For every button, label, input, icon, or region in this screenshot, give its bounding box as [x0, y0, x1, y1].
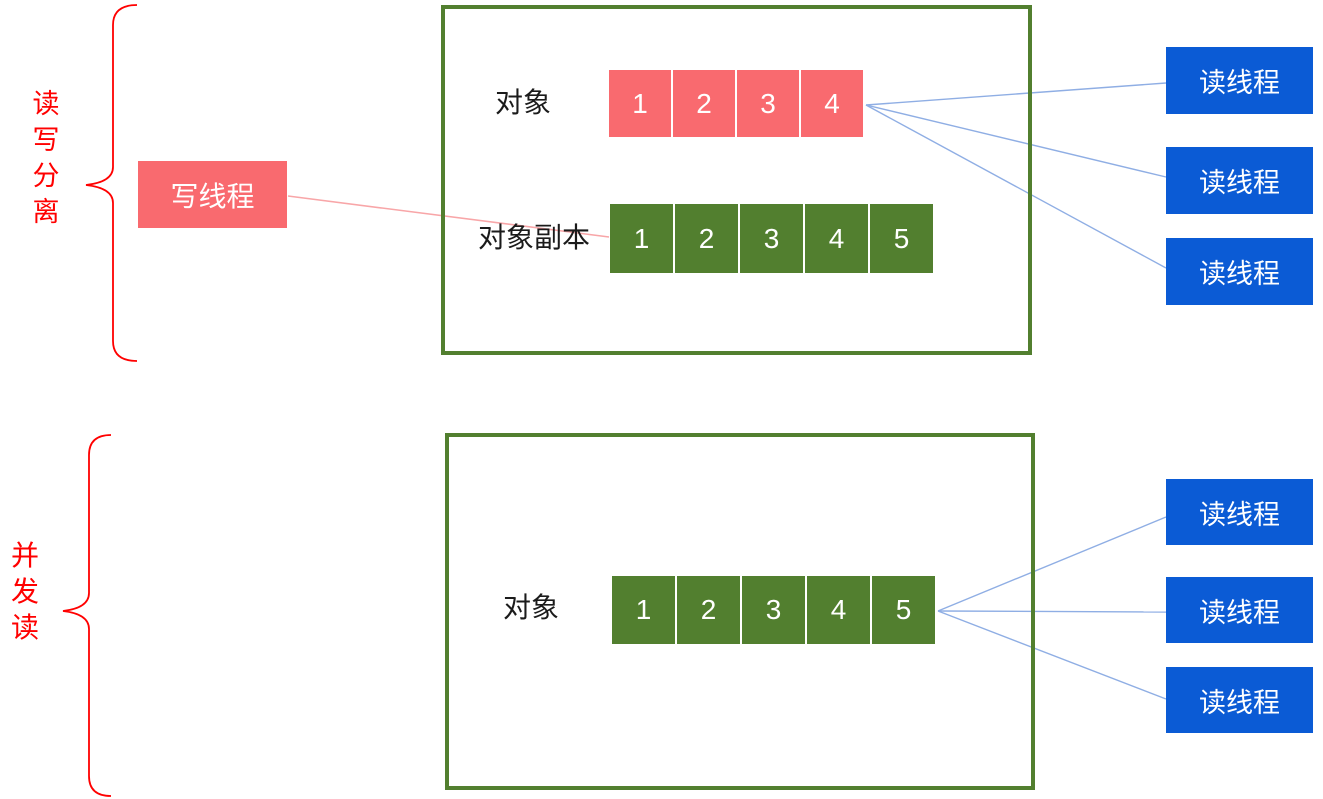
array-cell: 3: [737, 70, 799, 137]
write-thread-to-copy-line: [287, 195, 610, 238]
array-cell: 1: [610, 204, 673, 273]
top-object-array: 1 2 3 4: [609, 70, 863, 137]
array-cell: 1: [609, 70, 671, 137]
bottom-reader-thread-box-3: 读线程: [1166, 667, 1313, 733]
reader-thread-label: 读线程: [1199, 168, 1280, 198]
bottom-array-to-reader3-line: [937, 610, 1167, 700]
array-cell: 2: [675, 204, 738, 273]
top-array-to-reader1-line: [865, 82, 1167, 106]
bottom-array-to-reader2-line: [937, 610, 1167, 613]
reader-thread-label: 读线程: [1199, 597, 1280, 628]
object-copy-label: 对象副本: [478, 222, 591, 253]
array-cell: 3: [740, 204, 803, 273]
top-container: [441, 5, 1032, 355]
write-thread-box: 写线程: [138, 161, 287, 228]
read-write-separation-label: 读写分离: [32, 89, 60, 227]
concurrent-read-label: 并发读: [10, 540, 39, 643]
top-reader-thread-box-3: 读线程: [1166, 238, 1313, 305]
bottom-brace: [62, 434, 112, 797]
object-copy-array: 1 2 3 4 5: [610, 204, 933, 273]
array-cell: 4: [805, 204, 868, 273]
reader-thread-label: 读线程: [1199, 259, 1280, 289]
array-cell: 1: [612, 576, 675, 644]
bottom-object-array: 1 2 3 4 5: [612, 576, 935, 644]
top-brace: [85, 4, 138, 362]
array-cell: 2: [673, 70, 735, 137]
top-reader-thread-box-1: 读线程: [1166, 47, 1313, 114]
write-thread-label: 写线程: [170, 180, 255, 212]
top-array-to-reader2-line: [865, 104, 1167, 178]
bottom-object-label: 对象: [503, 592, 560, 623]
array-cell: 3: [742, 576, 805, 644]
top-reader-thread-box-2: 读线程: [1166, 147, 1313, 214]
top-object-label: 对象: [495, 87, 552, 118]
bottom-container: [445, 433, 1035, 790]
array-cell: 4: [801, 70, 863, 137]
array-cell: 4: [807, 576, 870, 644]
reader-thread-label: 读线程: [1199, 68, 1280, 98]
top-array-to-reader3-line: [865, 104, 1167, 269]
array-cell: 2: [677, 576, 740, 644]
reader-thread-label: 读线程: [1199, 499, 1280, 530]
bottom-array-to-reader1-line: [937, 516, 1167, 612]
array-cell: 5: [870, 204, 933, 273]
bottom-reader-thread-box-1: 读线程: [1166, 479, 1313, 545]
reader-thread-label: 读线程: [1199, 687, 1280, 718]
bottom-reader-thread-box-2: 读线程: [1166, 577, 1313, 643]
array-cell: 5: [872, 576, 935, 644]
